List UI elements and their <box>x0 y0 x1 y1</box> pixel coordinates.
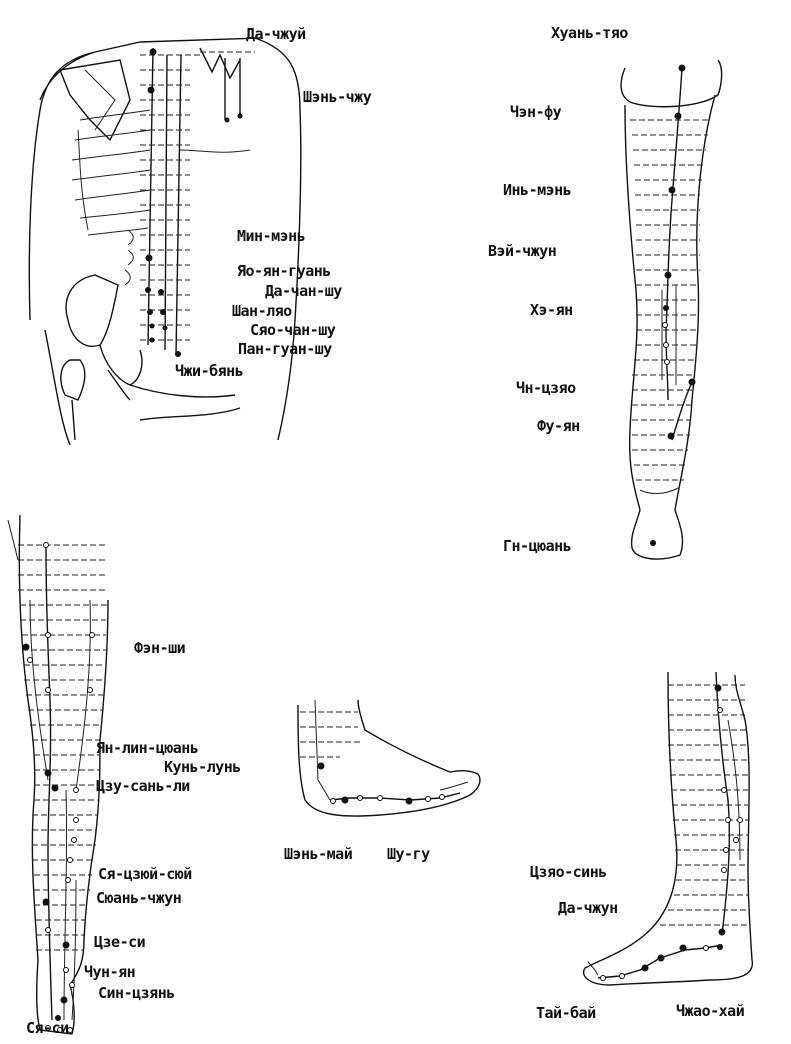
label-tay-bay: Тай-бай <box>536 1005 596 1021</box>
label-chzhi-byan: Чжи-бянь <box>175 363 243 379</box>
label-vey-chzhun: Вэй-чжун <box>488 243 556 259</box>
label-da-chzhuy: Да-чжуй <box>246 26 306 42</box>
label-syao-chan-shu: Сяо-чан-шу <box>250 322 335 338</box>
label-shan-lyao: Шан-ляо <box>232 303 292 319</box>
label-yao-yan-guan: Яо-ян-гуань <box>237 263 331 279</box>
label-yan-lin-tsyuan: Ян-лин-цюань <box>96 740 198 756</box>
label-pan-guan-shu: Пан-гуан-шу <box>238 341 332 357</box>
label-sya-tszyuy-syuy: Ся-цзюй-сюй <box>98 866 192 882</box>
label-min-men: Мин-мэнь <box>237 228 305 244</box>
label-tszu-san-li: Цзу-сань-ли <box>96 778 190 794</box>
label-shen-may: Шэнь-май <box>284 846 352 862</box>
lateral-leg-figure <box>8 515 108 1034</box>
label-khe-yan: Хэ-ян <box>530 302 573 318</box>
foot-figure <box>298 700 480 816</box>
label-kun-lun: Кунь-лунь <box>164 759 241 775</box>
posterior-leg-figure <box>621 60 722 559</box>
label-fu-yan: Фу-ян <box>537 418 580 434</box>
label-tszyao-sin: Цзяо-синь <box>530 864 607 880</box>
label-da-chan-shu: Да-чан-шу <box>265 283 342 299</box>
label-chun-yan: Чун-ян <box>84 964 135 980</box>
medial-leg-figure <box>584 672 753 985</box>
label-sin-tszyan: Син-цзянь <box>98 985 175 1001</box>
label-fen-shi: Фэн-ши <box>134 640 185 656</box>
label-khuan-tyao: Хуань-тяо <box>551 25 628 41</box>
label-shu-gu: Шу-гу <box>387 846 430 862</box>
label-chn-tsyao: Чн-цзяо <box>516 380 576 396</box>
label-chen-fu: Чэн-фу <box>510 104 561 120</box>
label-chzhao-khay: Чжао-хай <box>676 1003 744 1019</box>
label-tsze-si: Цзе-си <box>94 934 145 950</box>
label-shen-chzhu: Шэнь-чжу <box>303 89 371 105</box>
label-in-men: Инь-мэнь <box>503 182 571 198</box>
label-sya-si: Ся-си <box>26 1020 69 1036</box>
label-syuan-chzhun: Сюань-чжун <box>96 890 181 906</box>
label-da-chzhun: Да-чжун <box>558 900 618 916</box>
label-gn-tsyuan: Гн-цюань <box>503 538 571 554</box>
